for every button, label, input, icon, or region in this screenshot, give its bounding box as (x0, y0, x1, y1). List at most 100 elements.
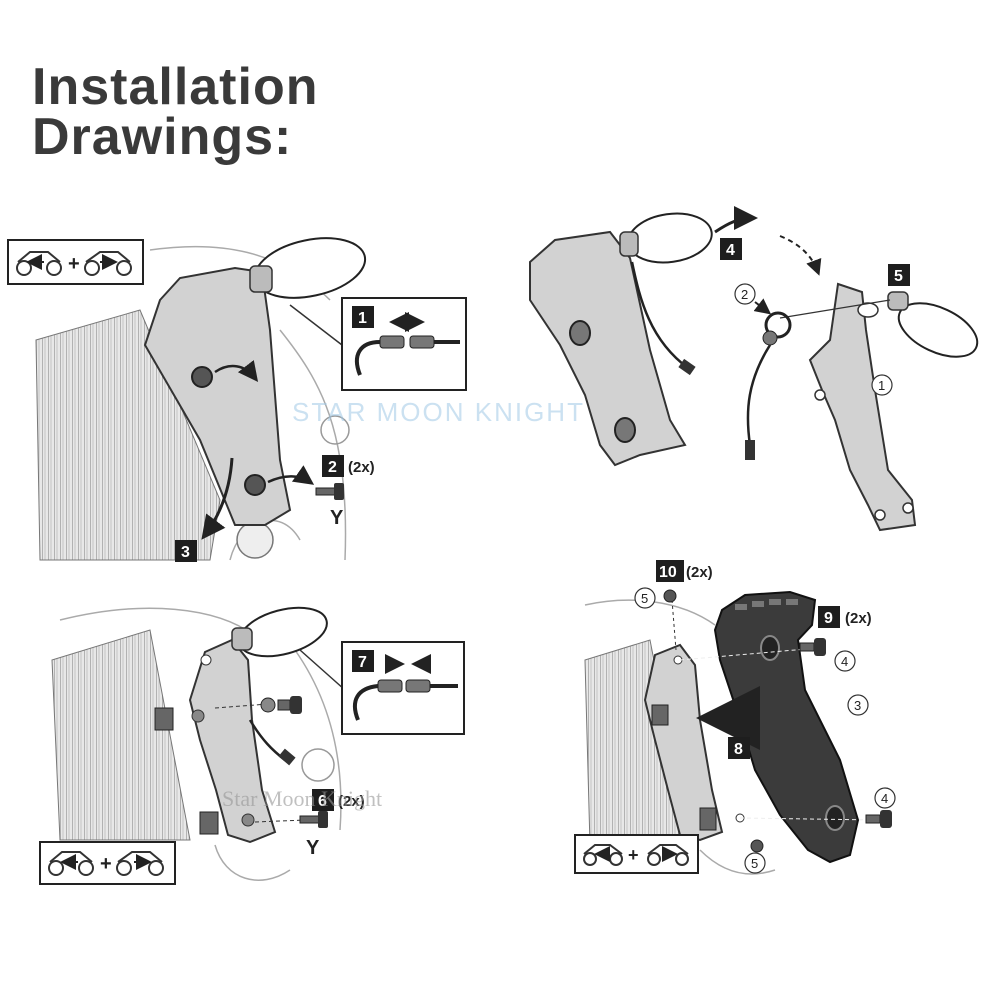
motorcycle-right-icon (647, 844, 689, 866)
inset-connector-box-7: 7 (341, 641, 465, 735)
alignment-line (254, 819, 306, 823)
signal-wire (630, 261, 689, 370)
step-10-box (656, 560, 684, 582)
step-3-label: 3 (181, 544, 190, 561)
arrow-icon (214, 360, 259, 382)
connector-icon (352, 654, 458, 721)
callout-4a-label: 4 (841, 654, 848, 669)
inset-leader (299, 649, 346, 691)
bracket-hole (200, 654, 212, 666)
plus-sign: + (68, 253, 80, 275)
grommet-upper (569, 320, 591, 346)
alignment-line (739, 817, 879, 821)
callout-3-label: 3 (854, 698, 861, 713)
panel-1: + 1 2 (2x) Y (7, 237, 467, 562)
background-ring (301, 748, 335, 782)
bolt-icon (299, 811, 328, 828)
callout-circle (744, 852, 766, 874)
step-1-label: 1 (358, 310, 367, 327)
callout-circle (874, 787, 896, 809)
panel-2: 4 5 2 1 (529, 206, 979, 532)
step-4-label: 4 (726, 242, 735, 259)
bracket-hole (814, 389, 826, 401)
wire-plug (745, 440, 755, 460)
step-2-box (322, 455, 344, 477)
alignment-line (779, 299, 891, 319)
motorcycle-left-icon (16, 251, 62, 276)
plus-sign: + (100, 853, 112, 875)
plus-sign: + (628, 845, 639, 865)
connector-icon (354, 312, 460, 376)
bracket-hole (241, 813, 255, 827)
bracket-installed (188, 638, 277, 844)
radiator-grille (51, 629, 191, 841)
grommet-lower (244, 474, 266, 496)
y-marker: Y (306, 837, 320, 859)
nut (762, 330, 778, 346)
arrow-icon (267, 465, 315, 485)
arrow-icon (753, 298, 772, 315)
mount-clip (651, 704, 669, 726)
bolt-icon (315, 483, 344, 500)
fairing-bracket-removed (529, 230, 687, 467)
step-2-quantity: (2x) (348, 459, 375, 476)
wire-plug (278, 748, 296, 766)
step-8-label: 8 (734, 741, 743, 758)
step-3-box (175, 540, 197, 562)
grommet-upper (191, 366, 213, 388)
step-9-quantity: (2x) (845, 610, 872, 627)
bracket-hole (874, 509, 886, 521)
callout-5b-label: 5 (751, 856, 758, 871)
motorcycle-right-icon (84, 251, 132, 276)
callout-circle (634, 587, 656, 609)
motorcycle-icon-box: + (574, 834, 699, 874)
title-line-1: Installation (32, 58, 319, 116)
inset-leader (289, 304, 343, 346)
watermark-secondary: Star Moon Knight (222, 786, 383, 811)
signal-wire (746, 344, 772, 446)
alignment-line (679, 647, 819, 661)
alignment-line (671, 599, 677, 651)
step-9-label: 9 (824, 610, 833, 627)
motorcycle-left-icon (583, 844, 623, 866)
bolt-icon (865, 810, 892, 828)
y-marker: Y (330, 507, 344, 529)
wire-plug (678, 358, 696, 376)
motorcycle-right-icon (116, 851, 164, 876)
step-9-box (818, 606, 840, 628)
turn-signal-lens (897, 302, 979, 358)
step-4-box (720, 238, 742, 260)
panel-3: 7 6 (2x) Y + (39, 606, 465, 885)
callout-circle (871, 374, 893, 396)
bolt-icon (799, 638, 826, 656)
cover-grommet (825, 805, 845, 831)
callout-circle (834, 650, 856, 672)
motorcycle-icon-box: + (7, 239, 144, 285)
step-6-box (312, 789, 334, 811)
callout-2-label: 2 (741, 287, 748, 302)
fairing-bracket (143, 266, 292, 526)
step-7-label: 7 (358, 654, 367, 671)
bracket-part (808, 282, 917, 532)
fairing-vents (735, 599, 798, 610)
watermark-main: STAR MOON KNIGHT (292, 397, 585, 427)
step-2-label: 2 (328, 459, 337, 476)
callout-5a-label: 5 (641, 591, 648, 606)
step-5-label: 5 (894, 268, 903, 285)
grommet-lower (614, 417, 636, 443)
arrow-icon (714, 206, 758, 234)
step-6-label: 6 (318, 793, 327, 810)
step-10-quantity: (2x) (686, 564, 713, 581)
background-ring (320, 415, 350, 445)
step-8-box (728, 737, 750, 759)
panel-4: 8 9 (2x) 10 (2x) 5 4 3 4 5 + (574, 560, 896, 875)
step-6-quantity: (2x) (338, 793, 365, 810)
callout-circle (734, 283, 756, 305)
callout-circle (847, 694, 869, 716)
motorcycle-left-icon (48, 851, 94, 876)
turn-signal-stem (619, 231, 639, 257)
callout-1-label: 1 (878, 378, 885, 393)
mount-clip (154, 707, 174, 731)
mount-clip (199, 811, 219, 835)
